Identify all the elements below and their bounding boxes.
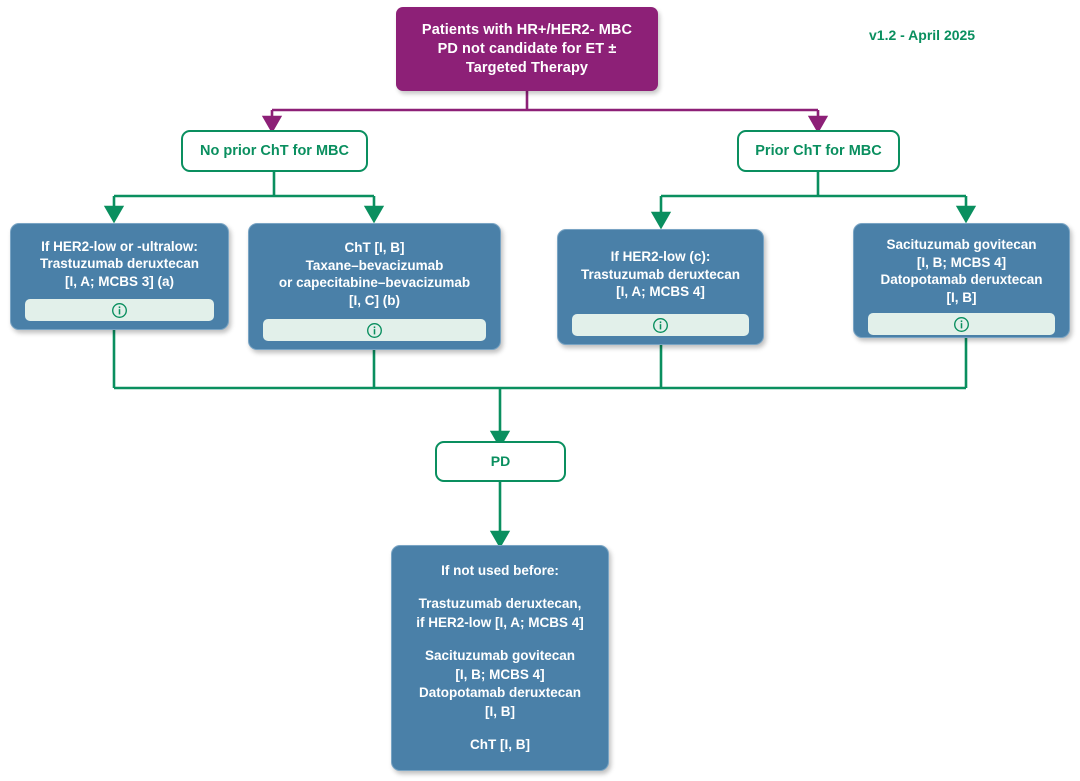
node-label: PD	[490, 453, 511, 469]
node-line: if HER2-low [I, A; MCBS 4]	[416, 614, 584, 630]
node-progressive-disease[interactable]: PD	[435, 441, 566, 482]
node-line: Trastuzumab deruxtecan	[39, 256, 200, 272]
node-text: ChT [I, B] Taxane–bevacizumab or capecit…	[256, 236, 493, 312]
node-line: [I, A; MCBS 4]	[616, 284, 705, 300]
node-line: [I, B; MCBS 4]	[455, 666, 545, 682]
node-treatment-her2-low-ultralow-trastuzumab-deruxtecan[interactable]: If HER2-low or -ultralow: Trastuzumab de…	[10, 223, 229, 330]
node-label: No prior ChT for MBC	[199, 142, 349, 159]
node-line: PD not candidate for ET ±	[437, 40, 617, 57]
node-line: [I, C] (b)	[349, 292, 400, 308]
version-label: v1.2 - April 2025	[869, 27, 976, 43]
node-treatment-her2-low-trastuzumab-deruxtecan[interactable]: If HER2-low (c): Trastuzumab deruxtecan …	[557, 229, 764, 345]
node-line: [I, B]	[946, 289, 977, 305]
node-text: Patients with HR+/HER2- MBC PD not candi…	[422, 21, 632, 78]
info-icon	[653, 317, 668, 333]
node-line: Taxane–bevacizumab	[305, 257, 444, 273]
node-line: Patients with HR+/HER2- MBC	[421, 21, 633, 38]
node-line: Datopotamab deruxtecan	[418, 685, 582, 700]
node-text: If HER2-low or -ultralow: Trastuzumab de…	[18, 236, 221, 292]
node-line: Datopotamab deruxtecan	[880, 272, 1043, 287]
node-label: Prior ChT for MBC	[755, 142, 882, 159]
info-strip[interactable]	[572, 314, 749, 336]
node-final-if-not-used-before[interactable]: If not used before: Trastuzumab deruxtec…	[391, 545, 609, 771]
node-patients-hr-her2-mbc[interactable]: Patients with HR+/HER2- MBC PD not candi…	[396, 7, 658, 91]
text-spacer	[402, 632, 598, 647]
node-treatment-cht-taxane-capecitabine-bevacizumab[interactable]: ChT [I, B] Taxane–bevacizumab or capecit…	[248, 223, 501, 350]
node-line: If not used before:	[441, 562, 559, 578]
node-line: Trastuzumab deruxtecan,	[418, 596, 582, 611]
node-line: [I, B; MCBS 4]	[916, 254, 1007, 270]
node-prior-cht-for-mbc[interactable]: Prior ChT for MBC	[737, 130, 900, 172]
node-line: or capecitabine–bevacizumab	[278, 275, 471, 290]
info-strip[interactable]	[868, 313, 1055, 335]
text-spacer	[402, 580, 598, 595]
node-line: ChT [I, B]	[344, 240, 405, 255]
node-text: Sacituzumab govitecan [I, B; MCBS 4] Dat…	[861, 236, 1062, 306]
node-text: If not used before: Trastuzumab deruxtec…	[402, 560, 598, 756]
node-line: Trastuzumab deruxtecan	[580, 266, 741, 282]
node-line: If HER2-low (c):	[610, 249, 711, 265]
info-icon	[367, 322, 382, 338]
info-icon	[954, 316, 969, 332]
node-line: [I, A; MCBS 3] (a)	[65, 273, 174, 289]
node-line: If HER2-low or -ultralow:	[41, 238, 198, 254]
info-icon	[112, 302, 127, 318]
info-strip[interactable]	[25, 299, 214, 321]
node-treatment-sacituzumab-datopotamab[interactable]: Sacituzumab govitecan [I, B; MCBS 4] Dat…	[853, 223, 1070, 338]
node-no-prior-cht-for-mbc[interactable]: No prior ChT for MBC	[181, 130, 368, 172]
node-line: Sacituzumab govitecan	[886, 237, 1037, 252]
node-text: If HER2-low (c): Trastuzumab deruxtecan …	[565, 242, 756, 307]
node-line: ChT [I, B]	[470, 737, 530, 752]
node-line: Targeted Therapy	[465, 59, 589, 76]
info-strip[interactable]	[263, 319, 486, 341]
node-line: Sacituzumab govitecan	[424, 648, 576, 663]
text-spacer	[402, 721, 598, 736]
node-line: [I, B]	[485, 703, 515, 719]
